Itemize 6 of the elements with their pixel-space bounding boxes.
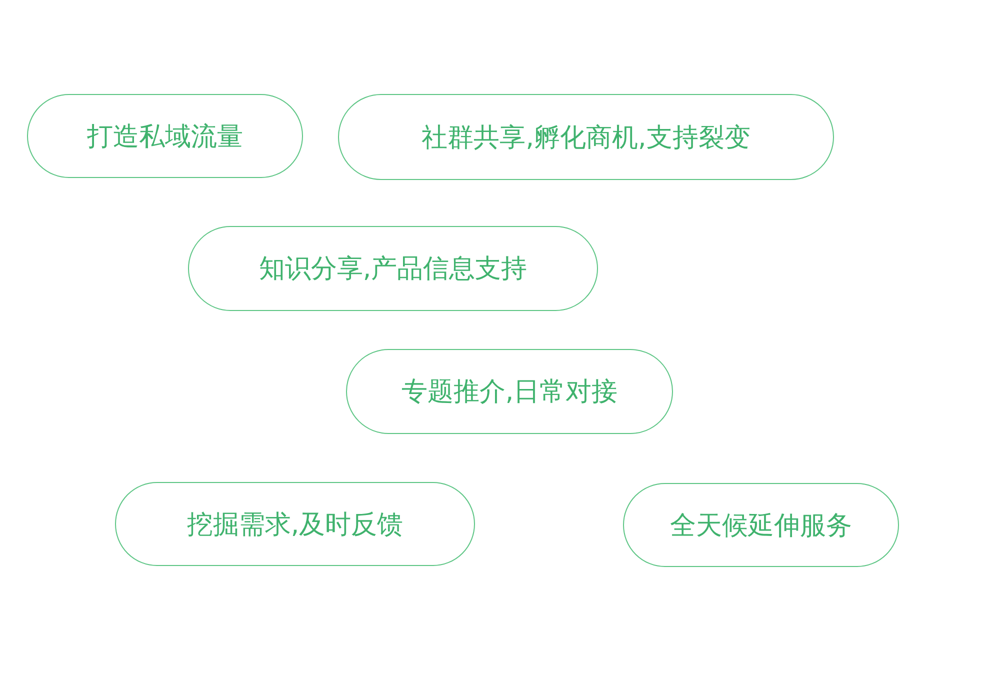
pill-label: 打造私域流量	[87, 120, 243, 154]
pill-label: 挖掘需求,及时反馈	[186, 508, 404, 542]
pill-label: 专题推介,日常对接	[401, 376, 618, 409]
pill-label: 知识分享,产品信息支持	[258, 253, 528, 286]
pill-label: 社群共享,孵化商机,支持裂变	[422, 122, 750, 154]
pill-label: 全天候延伸服务	[670, 510, 852, 542]
